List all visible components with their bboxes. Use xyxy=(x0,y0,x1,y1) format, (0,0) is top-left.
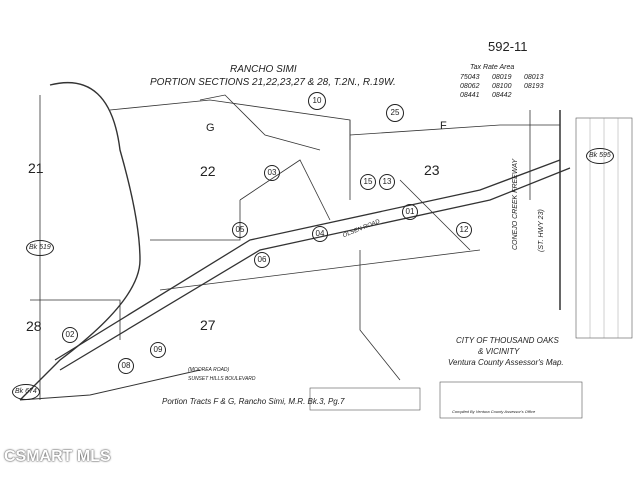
tax-code: 08442 xyxy=(492,92,512,99)
legend-city: CITY OF THOUSAND OAKS xyxy=(456,336,559,345)
legend-assessor: Ventura County Assessor's Map. xyxy=(448,358,564,367)
tax-rate-label: Tax Rate Area xyxy=(470,64,515,71)
highway-label: (ST. HWY 23) xyxy=(538,209,545,252)
moorea-road-label: (MOOREA ROAD) xyxy=(188,367,230,373)
tax-code: 08193 xyxy=(524,83,544,90)
parcel-number: 03 xyxy=(264,165,280,181)
section-label: 28 xyxy=(26,318,42,334)
parcel-number: 09 xyxy=(150,342,166,358)
book-ref: Bk 595 xyxy=(586,148,614,165)
legend-compiled: Compiled By Ventura County Assessor's Of… xyxy=(452,409,536,414)
road-west xyxy=(19,81,141,401)
title-line1: RANCHO SIMI xyxy=(230,64,297,75)
parcel-number: 10 xyxy=(308,92,326,110)
title-line2: PORTION SECTIONS 21,22,23,27 & 28, T.2N.… xyxy=(150,77,396,88)
tax-code: 08013 xyxy=(524,74,544,81)
legend-vicinity: & VICINITY xyxy=(478,347,520,356)
parcel-number: 05 xyxy=(232,222,248,238)
tax-code: 08100 xyxy=(492,83,512,90)
parcel-number: 04 xyxy=(312,226,328,242)
parcel-number: 25 xyxy=(386,104,404,122)
tax-code: 08062 xyxy=(460,83,480,90)
section-label: 22 xyxy=(200,163,216,179)
section-label: 27 xyxy=(200,317,216,333)
sunset-hills-label: SUNSET HILLS BOULEVARD xyxy=(188,376,256,382)
parcel-number: 01 xyxy=(402,204,418,220)
note-box xyxy=(309,387,421,411)
page-number: 592-11 xyxy=(488,39,528,54)
tax-code: 08019 xyxy=(492,74,512,81)
tract-label: G xyxy=(206,122,215,134)
tax-code: 08441 xyxy=(460,92,480,99)
tax-rate-codes: 75043 08019 08013 08062 08100 08193 0844… xyxy=(460,73,556,100)
parcel-number: 06 xyxy=(254,252,270,268)
book-ref: Bk 674 xyxy=(12,384,40,401)
parcel-number: 02 xyxy=(62,327,78,343)
parcel-number: 12 xyxy=(456,222,472,238)
tract-label: F xyxy=(440,120,447,132)
section-label: 23 xyxy=(424,162,440,178)
parcel-number: 08 xyxy=(118,358,134,374)
parcel-number: 15 xyxy=(360,174,376,190)
footer-note: Portion Tracts F & G, Rancho Simi, M.R. … xyxy=(162,397,345,406)
parcel-number: 13 xyxy=(379,174,395,190)
watermark: CSMART MLS xyxy=(4,448,111,465)
freeway-label: CONEJO CREEK FREEWAY xyxy=(512,158,519,250)
olsen-road xyxy=(54,159,561,361)
tax-code: 75043 xyxy=(460,74,480,81)
legend-table xyxy=(439,381,583,419)
book-ref: Bk 519 xyxy=(26,240,54,257)
section-label: 21 xyxy=(28,160,44,176)
